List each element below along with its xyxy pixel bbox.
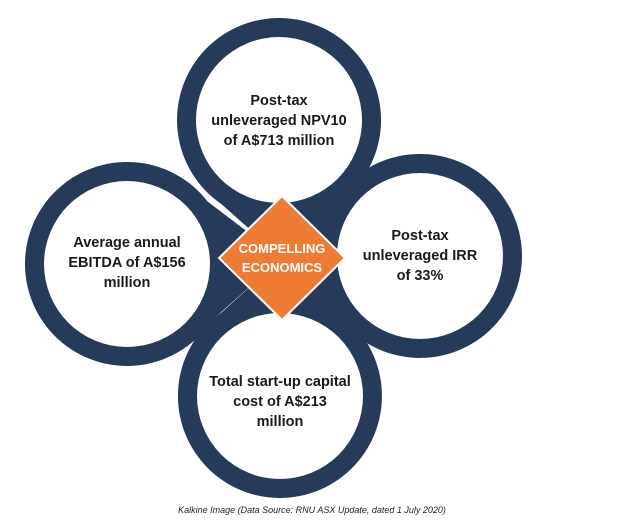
circle-top (196, 37, 362, 203)
node-bottom-line-2: cost of A$213 (233, 394, 327, 410)
center-label-line-1: COMPELLING (238, 241, 326, 256)
circle-bottom (197, 313, 363, 479)
node-left-line-1: Average annual (73, 235, 181, 251)
center-diamond (217, 194, 347, 322)
center-label-line-2: ECONOMICS (241, 260, 323, 275)
node-top-line-2: unleveraged NPV10 (211, 113, 347, 129)
node-top-line-3: of A$713 million (223, 133, 335, 149)
node-bottom-line-1: Total start-up capital (209, 374, 351, 390)
node-left-line-2: EBITDA of A$156 (68, 255, 186, 271)
node-top-line-1: Post-tax (250, 93, 308, 109)
node-right-line-2: unleveraged IRR (362, 248, 478, 264)
circle-fill-group (44, 37, 503, 479)
node-right-text: Post-tax unleveraged IRR of 33% (345, 226, 495, 286)
node-right-line-3: of 33% (396, 268, 444, 284)
circle-right (337, 173, 503, 339)
image-caption: Kalkine Image (Data Source: RNU ASX Upda… (178, 505, 446, 515)
node-bottom-text: Total start-up capital cost of A$213 mil… (195, 372, 365, 432)
node-right-line-1: Post-tax (391, 228, 449, 244)
node-bottom-line-3: million (256, 414, 304, 430)
node-top-text: Post-tax unleveraged NPV10 of A$713 mill… (199, 91, 359, 151)
circle-left (44, 181, 210, 347)
center-label: COMPELLING ECONOMICS (217, 239, 347, 277)
node-left-text: Average annual EBITDA of A$156 million (52, 233, 202, 293)
node-left-line-3: million (103, 275, 151, 291)
